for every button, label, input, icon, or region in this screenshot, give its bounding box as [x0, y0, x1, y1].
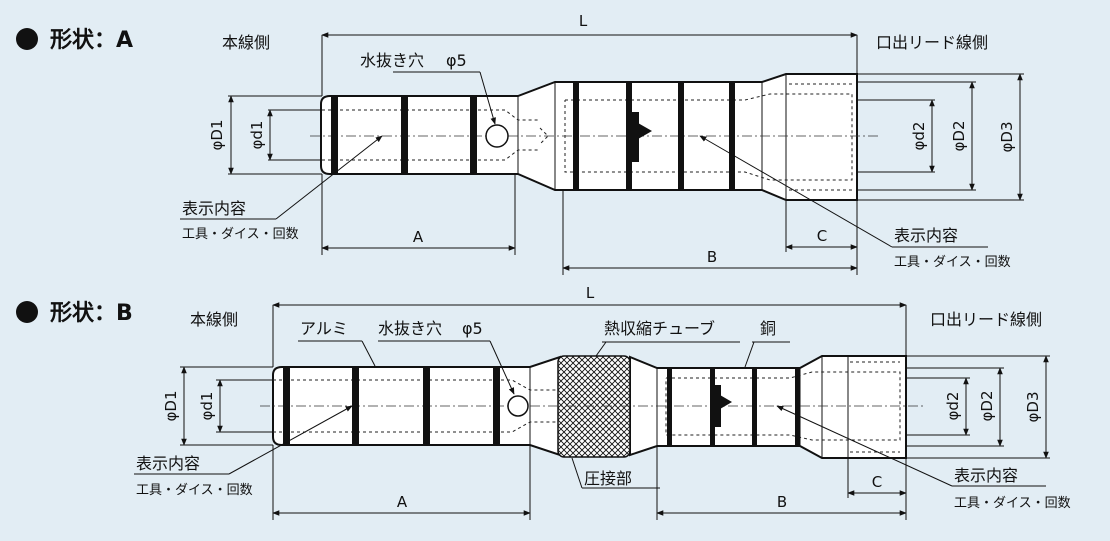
- shape-b-aluminum-label: アルミ: [300, 319, 348, 338]
- shape-b-hole-dim: φ5: [462, 319, 483, 338]
- shape-a-crimp-band-3: [470, 96, 477, 174]
- shape-a-connector-body: [320, 73, 858, 201]
- shape-b-diagram: 形状：B 本線側 口出リード線側 L: [16, 284, 1071, 520]
- shape-b-dim-d1: φd1: [198, 392, 216, 421]
- shape-b-dim-D2: φD2: [978, 391, 996, 422]
- shape-b-heat-shrink-tube: [557, 355, 631, 458]
- shape-a-crimp-band-5: [626, 82, 632, 190]
- shape-b-heat-shrink-label: 熱収縮チューブ: [604, 319, 715, 338]
- shape-b-water-hole-icon: [507, 395, 529, 417]
- shape-b-dim-l: L: [586, 284, 595, 302]
- shape-a-dim-d2: φd2: [910, 122, 928, 151]
- shape-a-dim-b: B: [707, 248, 717, 266]
- shape-b-right-label: 口出リード線側: [930, 310, 1042, 329]
- shape-a-display-sub-2: 工具・ダイス・回数: [894, 255, 1011, 270]
- shape-a-display-title-2: 表示内容: [894, 226, 958, 245]
- shape-a-dim-D3: φD3: [998, 122, 1016, 153]
- shape-b-display-title-1: 表示内容: [136, 454, 200, 473]
- shape-a-dim-D1: φD1: [208, 120, 226, 151]
- shape-b-stop-marker: [715, 385, 721, 427]
- shape-b-crimp-band-2: [352, 367, 359, 445]
- shape-b-dim-d2: φd2: [944, 392, 962, 421]
- shape-b-crimp-band-5: [667, 368, 672, 446]
- shape-b-crimp-band-1: [283, 367, 290, 445]
- shape-a-right-label: 口出リード線側: [876, 33, 988, 52]
- shape-a-crimp-band-1: [331, 96, 338, 174]
- shape-b-hole-label: 水抜き穴: [378, 319, 442, 338]
- shape-a-dim-a: A: [413, 228, 424, 246]
- shape-b-bullet-icon: [16, 301, 38, 323]
- shape-a-hole-label: 水抜き穴: [360, 51, 424, 70]
- shape-b-crimp-band-3: [423, 367, 430, 445]
- shape-b-crimp-band-7: [752, 368, 757, 446]
- shape-a-title: 形状：A: [50, 28, 133, 53]
- shape-b-crimp-band-4: [493, 367, 500, 445]
- shape-a-left-label: 本線側: [222, 33, 270, 52]
- shape-a-hole-dim: φ5: [446, 51, 467, 70]
- shape-b-display-sub-1: 工具・ダイス・回数: [136, 483, 253, 498]
- shape-b-aluminum-body: [272, 355, 561, 457]
- shape-b-display-sub-2: 工具・ダイス・回数: [954, 496, 1071, 511]
- shape-b-dim-D1: φD1: [162, 391, 180, 422]
- shape-a-dim-l: L: [579, 12, 588, 30]
- shape-b-dim-c: C: [872, 473, 882, 491]
- shape-b-copper-label: 銅: [760, 319, 776, 338]
- shape-a-crimp-band-4: [573, 82, 579, 190]
- shape-a-water-hole-icon: [485, 124, 509, 148]
- shape-b-title: 形状：B: [50, 301, 133, 326]
- shape-b-dim-D3: φD3: [1024, 392, 1042, 423]
- shape-a-bullet-icon: [16, 28, 38, 50]
- shape-a-display-sub-1: 工具・ダイス・回数: [182, 227, 299, 242]
- shape-b-dim-a: A: [397, 493, 408, 511]
- shape-b-dim-b: B: [777, 493, 787, 511]
- shape-a-dim-D2: φD2: [950, 121, 968, 152]
- shape-a-stop-marker: [632, 112, 639, 162]
- shape-a-dim-d1: φd1: [248, 121, 266, 150]
- shape-a-diagram: 形状：A 本線側 口出リード線側 L: [16, 12, 1024, 275]
- shape-b-crimp-band-8: [795, 368, 800, 446]
- shape-a-crimp-band-6: [678, 82, 684, 190]
- shape-a-display-title-1: 表示内容: [182, 199, 246, 218]
- shape-a-dim-c: C: [817, 227, 827, 245]
- shape-b-left-label: 本線側: [190, 310, 238, 329]
- shape-a-crimp-band-7: [729, 82, 735, 190]
- shape-b-display-title-2: 表示内容: [954, 466, 1018, 485]
- shape-b-crimp-band-6: [710, 368, 715, 446]
- shape-a-crimp-band-2: [401, 96, 408, 174]
- shape-b-crimp-label: 圧接部: [584, 469, 632, 488]
